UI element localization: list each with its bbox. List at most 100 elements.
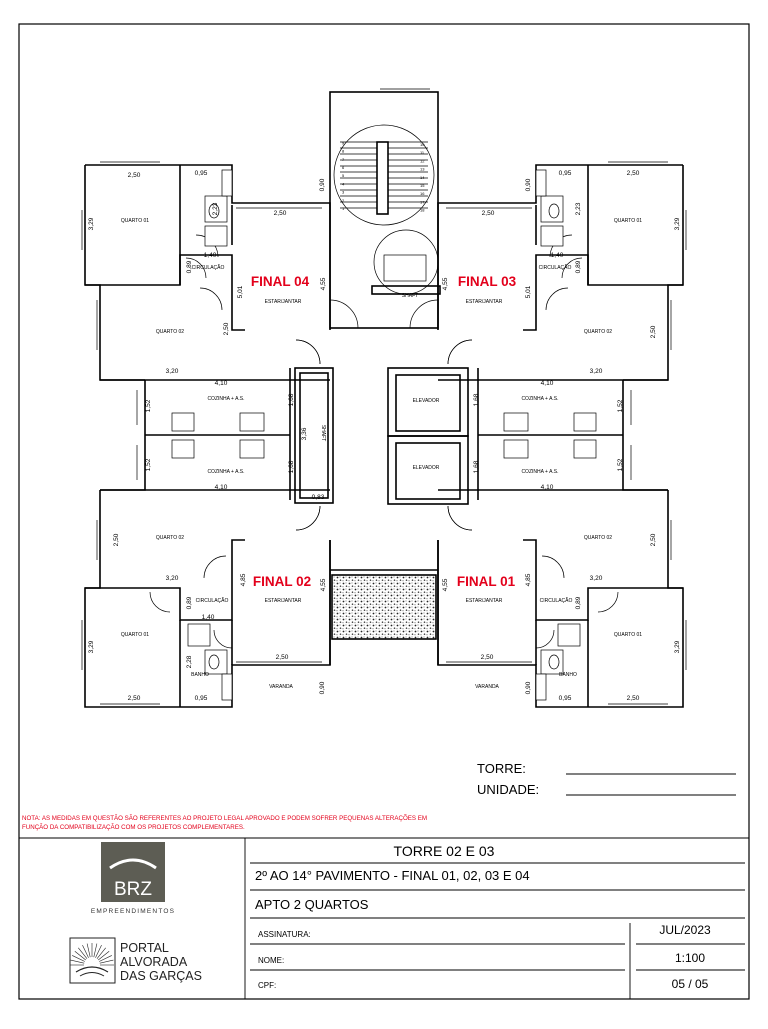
sun-ray-11 xyxy=(98,951,110,961)
dim-455-f02: 4,55 xyxy=(320,578,327,591)
kitchen-sink-f04-mirror xyxy=(573,412,597,432)
dim-quarto01-width-f01: 2,50 xyxy=(627,695,640,702)
torre-field-label: TORRE: xyxy=(477,761,526,776)
room-label-banho-f02: BANHO xyxy=(191,672,209,678)
sun-ray-1 xyxy=(70,959,85,964)
dim-320-f04: 3,20 xyxy=(166,368,179,375)
door-f02-bath-mirror xyxy=(535,629,555,649)
dim-095-f02: 0,95 xyxy=(195,695,208,702)
sun-ray-8 xyxy=(93,943,98,958)
dim-095-f03: 0,95 xyxy=(559,170,572,177)
toilet-bowl-f04-mirror xyxy=(548,203,560,219)
stair-number-2: 2 xyxy=(342,198,345,203)
dim-485-f01: 4,85 xyxy=(525,573,532,586)
dim-152-f03: 1,52 xyxy=(617,399,624,412)
sink-f02-mirror xyxy=(557,623,581,647)
shaft-f02 xyxy=(221,673,233,701)
dim-095-f04: 0,95 xyxy=(195,170,208,177)
thin-lines-layer xyxy=(81,88,687,705)
shaft-f04 xyxy=(221,169,233,197)
room-label-circulacao-f04: CIRCULAÇÃO xyxy=(192,264,225,271)
sun-ray-10 xyxy=(96,947,106,959)
stair-swing-circle xyxy=(333,124,435,226)
sun-ray-13 xyxy=(99,959,114,964)
portal-logo-line-1: PORTAL xyxy=(120,941,169,955)
room-label-elevador-1: ELEVADOR xyxy=(413,398,440,404)
title-tipo: APTO 2 QUARTOS xyxy=(255,897,369,912)
dim-090-f03: 0,90 xyxy=(525,178,532,191)
fixtures-layer xyxy=(171,169,597,701)
shaft-f02-mirror xyxy=(535,673,547,701)
dim-455-f03: 4,55 xyxy=(442,277,449,290)
dim-090-f02: 0,90 xyxy=(319,681,326,694)
stair-number-9: 9 xyxy=(342,140,345,145)
dim-501-f03: 5,01 xyxy=(525,285,532,298)
sun-ray-12 xyxy=(99,955,112,962)
dim-140-f03: 1,40 xyxy=(551,252,564,259)
dim-250-q2-f01: 2,50 xyxy=(650,533,657,546)
toilet-bowl-f02-mirror xyxy=(548,654,560,670)
dim-250-f03-top: 2,50 xyxy=(482,210,495,217)
final-03-label: FINAL 03 xyxy=(458,274,517,289)
dim-089-f03: 0,89 xyxy=(575,260,582,273)
note-line-1: NOTA: AS MEDIDAS EM QUESTÃO SÃO REFERENT… xyxy=(22,815,427,822)
door-corridor-1-mirror xyxy=(447,339,473,365)
sun-ray-6 xyxy=(86,943,91,958)
dim-320-f01: 3,20 xyxy=(590,575,603,582)
sun-ray-9 xyxy=(95,945,102,958)
hydrant-box xyxy=(383,254,427,282)
sun-ray-2 xyxy=(72,955,85,962)
portal-alvorada-logo: PORTAL ALVORADA DAS GARÇAS xyxy=(69,937,202,984)
stair-number-8: 8 xyxy=(342,149,345,154)
room-label-circulacao-f02: CIRCULAÇÃO xyxy=(196,597,229,604)
dim-152-f02: 1,52 xyxy=(145,458,152,471)
title-block xyxy=(19,837,749,999)
dim-quarto01-width-f04: 2,50 xyxy=(128,172,141,179)
dim-410-f01: 4,10 xyxy=(541,484,554,491)
wall-right-0 xyxy=(437,164,683,330)
dim-090-f04: 0,90 xyxy=(319,178,326,191)
stair-number-5: 5 xyxy=(342,173,345,178)
sun-ray-4 xyxy=(78,947,88,959)
door-corridor-4 xyxy=(447,505,473,531)
door-corridor-3 xyxy=(295,505,321,531)
dim-168-bottom-r: 1,68 xyxy=(473,460,480,473)
room-label-quarto01-f01: QUARTO 01 xyxy=(614,632,642,638)
door-f02-q2-mirror xyxy=(541,555,565,579)
brz-logo-subtitle: EMPREENDIMENTOS xyxy=(91,908,175,915)
assinatura-label: ASSINATURA: xyxy=(258,930,311,939)
dim-250-q2-f03: 2,50 xyxy=(650,325,657,338)
wall-right-2 xyxy=(523,254,683,331)
dim-455-f04: 4,55 xyxy=(320,277,327,290)
door-corridor-3-mirror xyxy=(447,505,473,531)
elevator-2-inner xyxy=(395,442,461,500)
stair-number-3: 3 xyxy=(342,190,345,195)
wall-left-1 xyxy=(84,165,145,381)
hatched-slab xyxy=(331,574,437,640)
door-f02-q1 xyxy=(149,591,171,613)
unidade-field-label: UNIDADE: xyxy=(477,782,539,797)
sink-f04-mirror xyxy=(540,225,564,247)
door-stair-mirror xyxy=(409,299,439,329)
door-corridor-1 xyxy=(295,339,321,365)
stair-number-12: 12 xyxy=(420,158,425,163)
door-corridor-2 xyxy=(447,339,473,365)
portal-logo-line-2: ALVORADA xyxy=(120,955,188,969)
sink-f02 xyxy=(187,623,211,647)
dim-140-f04: 1,40 xyxy=(204,252,217,259)
door-f04-q2-mirror xyxy=(545,287,569,311)
stair-number-1: 1 xyxy=(342,206,345,211)
stair-core-landing xyxy=(376,141,389,215)
dim-223-f04: 2,23 xyxy=(212,202,219,215)
dim-228-f02: 2,28 xyxy=(186,655,193,668)
dim-336: 3,36 xyxy=(301,427,308,440)
room-label-varanda-f02: VARANDA xyxy=(269,684,293,690)
dim-329-f02: 3,29 xyxy=(88,640,95,653)
room-label-shaft-center: SHAFT xyxy=(320,425,326,441)
cpf-label: CPF: xyxy=(258,981,276,990)
dim-329-f03: 3,29 xyxy=(674,217,681,230)
sheet-border xyxy=(18,23,750,1000)
stair-number-11: 11 xyxy=(420,150,425,155)
sink-f04 xyxy=(204,225,228,247)
